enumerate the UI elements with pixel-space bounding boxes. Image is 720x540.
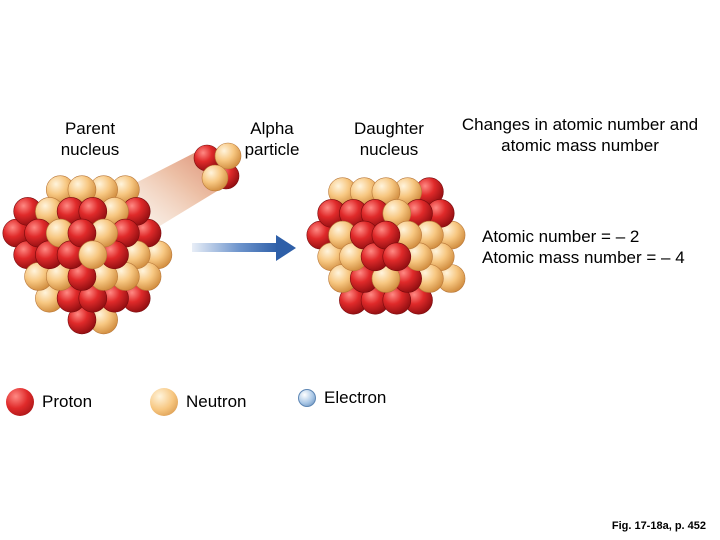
atomic-number-change: Atomic number = – 2 <box>482 227 640 246</box>
changes-detail: Atomic number = – 2 Atomic mass number =… <box>482 226 685 268</box>
transformation-arrow <box>192 235 296 261</box>
daughter-nucleus <box>306 177 466 315</box>
proton <box>382 242 412 272</box>
neutron <box>201 164 229 192</box>
atomic-mass-number-change: Atomic mass number = – 4 <box>482 248 685 267</box>
neutron-icon <box>150 388 178 416</box>
neutron <box>78 240 108 270</box>
legend-neutron: Neutron <box>150 388 246 416</box>
figure-caption: Fig. 17-18a, p. 452 <box>611 520 706 532</box>
proton-icon <box>6 388 34 416</box>
parent-nucleus <box>2 175 173 335</box>
legend-proton: Proton <box>6 388 92 416</box>
alpha-particle <box>193 142 242 192</box>
electron-icon <box>298 389 316 407</box>
legend-electron: Electron <box>298 388 386 408</box>
neutron <box>214 142 242 170</box>
